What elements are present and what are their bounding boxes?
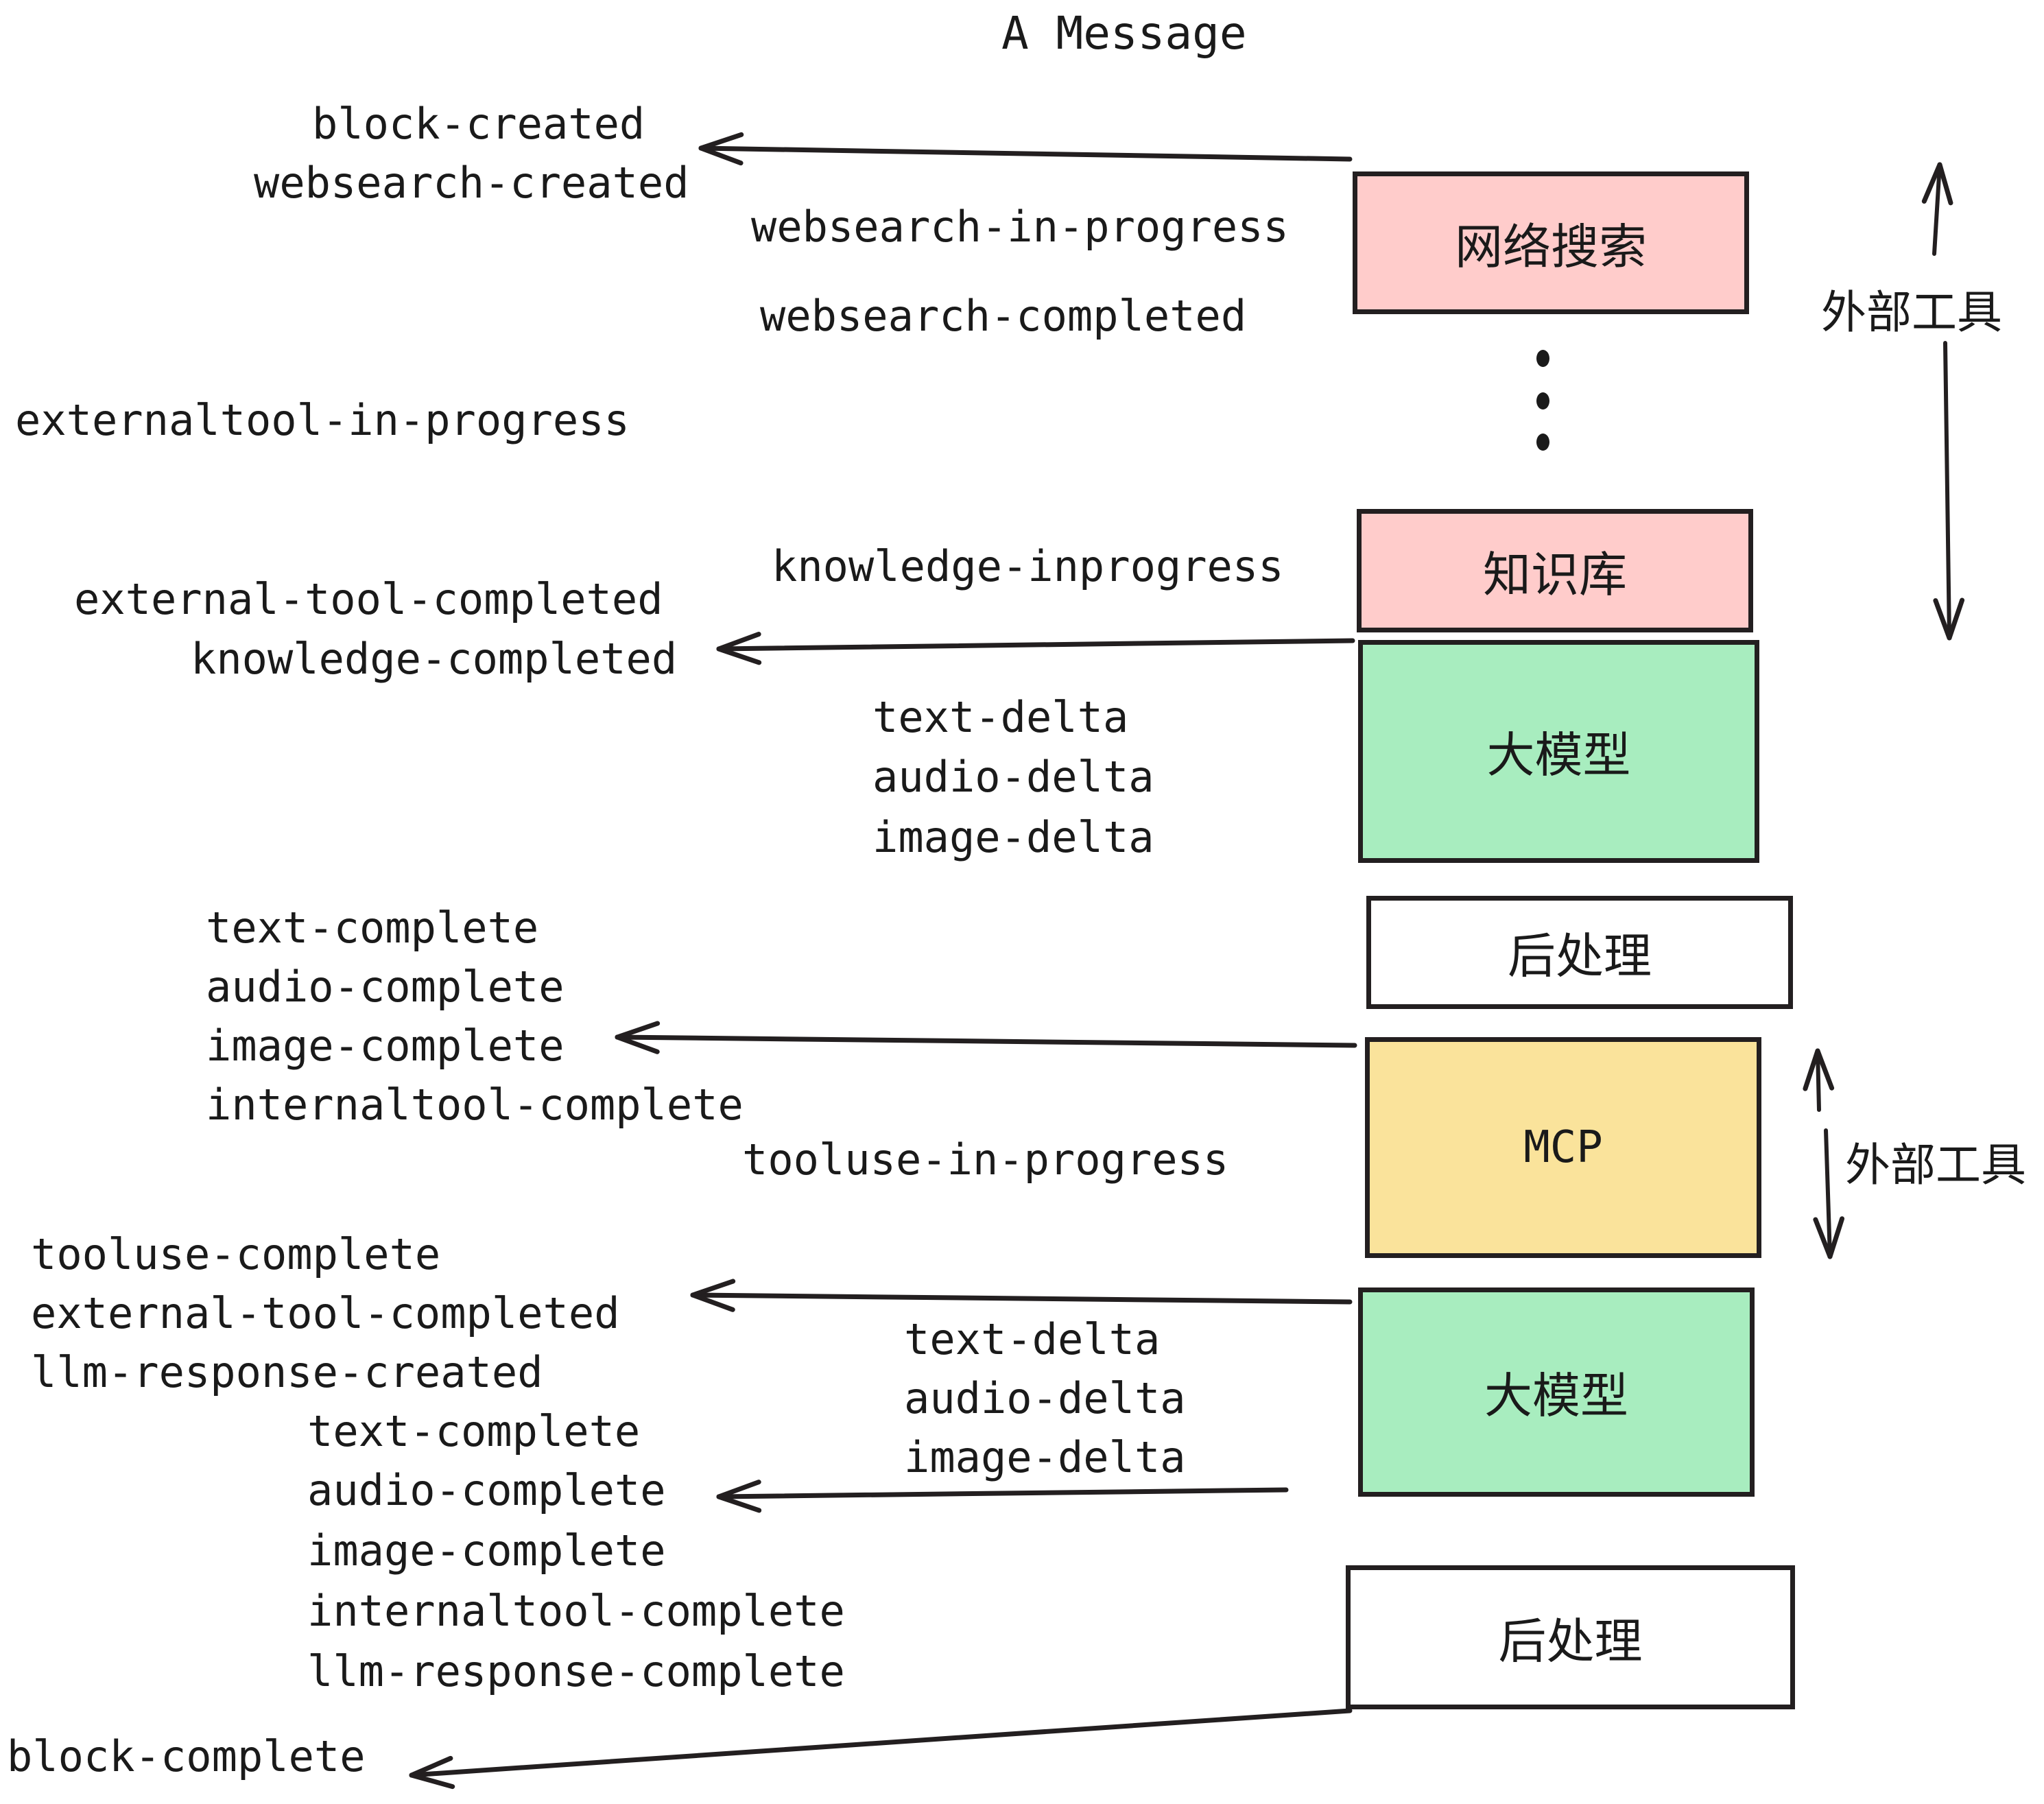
event-label-image-complete: image-complete xyxy=(307,1526,666,1576)
event-label-text-delta: text-delta xyxy=(872,692,1129,742)
event-label-knowledge-completed: knowledge-completed xyxy=(191,634,678,684)
node-box-label: 大模型 xyxy=(1484,1368,1628,1424)
event-label-internaltool-complete: internaltool-complete xyxy=(307,1586,845,1636)
arrow-a3-flow xyxy=(615,1021,1357,1054)
node-box-label: 知识库 xyxy=(1483,546,1627,603)
arrow-a8-down xyxy=(1933,341,1965,641)
event-label-image-delta: image-delta xyxy=(904,1432,1186,1482)
event-label-internaltool-complete: internaltool-complete xyxy=(206,1080,744,1130)
event-label-text-complete: text-complete xyxy=(206,903,539,953)
node-box-label: 后处理 xyxy=(1508,928,1652,984)
event-label-external-tool-completed: external-tool-completed xyxy=(31,1288,620,1338)
event-label-tooluse-complete: tooluse-complete xyxy=(31,1229,441,1279)
event-label-externaltool-in-progress: externaltool-in-progress xyxy=(15,395,630,445)
arrow-a6-flow xyxy=(409,1708,1353,1790)
event-label-websearch-in-progress: websearch-in-progress xyxy=(751,202,1289,252)
event-label-websearch-created: websearch-created xyxy=(254,158,689,208)
event-label-image-delta: image-delta xyxy=(872,812,1154,862)
node-box-label: 网络搜索 xyxy=(1455,218,1647,275)
event-label-audio-delta: audio-delta xyxy=(872,752,1154,802)
arrow-a5-flow xyxy=(716,1480,1289,1513)
arrow-a1-flow xyxy=(698,132,1353,166)
event-label-llm-response-created: llm-response-created xyxy=(31,1347,543,1397)
arrow-a2-flow xyxy=(716,632,1355,665)
ellipsis-dot-2 xyxy=(1536,392,1549,410)
arrow-a7-up xyxy=(1921,162,1953,256)
node-box-knowledge[interactable]: 知识库 xyxy=(1357,509,1753,632)
event-label-audio-complete: audio-complete xyxy=(307,1465,666,1515)
event-label-llm-response-complete: llm-response-complete xyxy=(307,1646,845,1696)
event-label-text-delta: text-delta xyxy=(904,1314,1161,1364)
event-label-audio-complete: audio-complete xyxy=(206,962,565,1012)
event-label-text-complete: text-complete xyxy=(307,1406,641,1456)
node-box-websearch[interactable]: 网络搜索 xyxy=(1353,171,1749,314)
event-label-knowledge-inprogress: knowledge-inprogress xyxy=(772,541,1284,591)
ellipsis-dot-1 xyxy=(1536,350,1549,367)
node-box-label: 大模型 xyxy=(1486,727,1631,783)
diagram-title: A Message xyxy=(1001,7,1247,60)
arrow-a10-down xyxy=(1813,1128,1845,1259)
event-label-image-complete: image-complete xyxy=(206,1021,565,1071)
external-tool-group-label-bottom: 外部工具 xyxy=(1845,1139,2026,1191)
node-box-label: 后处理 xyxy=(1498,1613,1643,1670)
external-tool-group-label-top: 外部工具 xyxy=(1821,286,2002,339)
event-label-tooluse-in-progress: tooluse-in-progress xyxy=(742,1135,1229,1185)
node-box-llm-1[interactable]: 大模型 xyxy=(1358,640,1759,863)
node-box-llm-2[interactable]: 大模型 xyxy=(1358,1287,1755,1497)
ellipsis-dot-3 xyxy=(1536,434,1549,451)
event-label-external-tool-completed: external-tool-completed xyxy=(74,574,663,624)
event-label-websearch-completed: websearch-completed xyxy=(760,291,1247,341)
node-box-mcp[interactable]: MCP xyxy=(1365,1037,1761,1258)
event-label-block-created: block-created xyxy=(312,99,645,149)
node-box-postproc-2[interactable]: 后处理 xyxy=(1346,1565,1795,1709)
node-box-label: MCP xyxy=(1523,1122,1603,1173)
event-label-audio-delta: audio-delta xyxy=(904,1373,1186,1423)
event-label-block-complete: block-complete xyxy=(7,1731,366,1781)
arrow-a9-up xyxy=(1803,1048,1835,1112)
node-box-postproc-1[interactable]: 后处理 xyxy=(1366,896,1793,1009)
arrow-a4-flow xyxy=(690,1279,1353,1312)
